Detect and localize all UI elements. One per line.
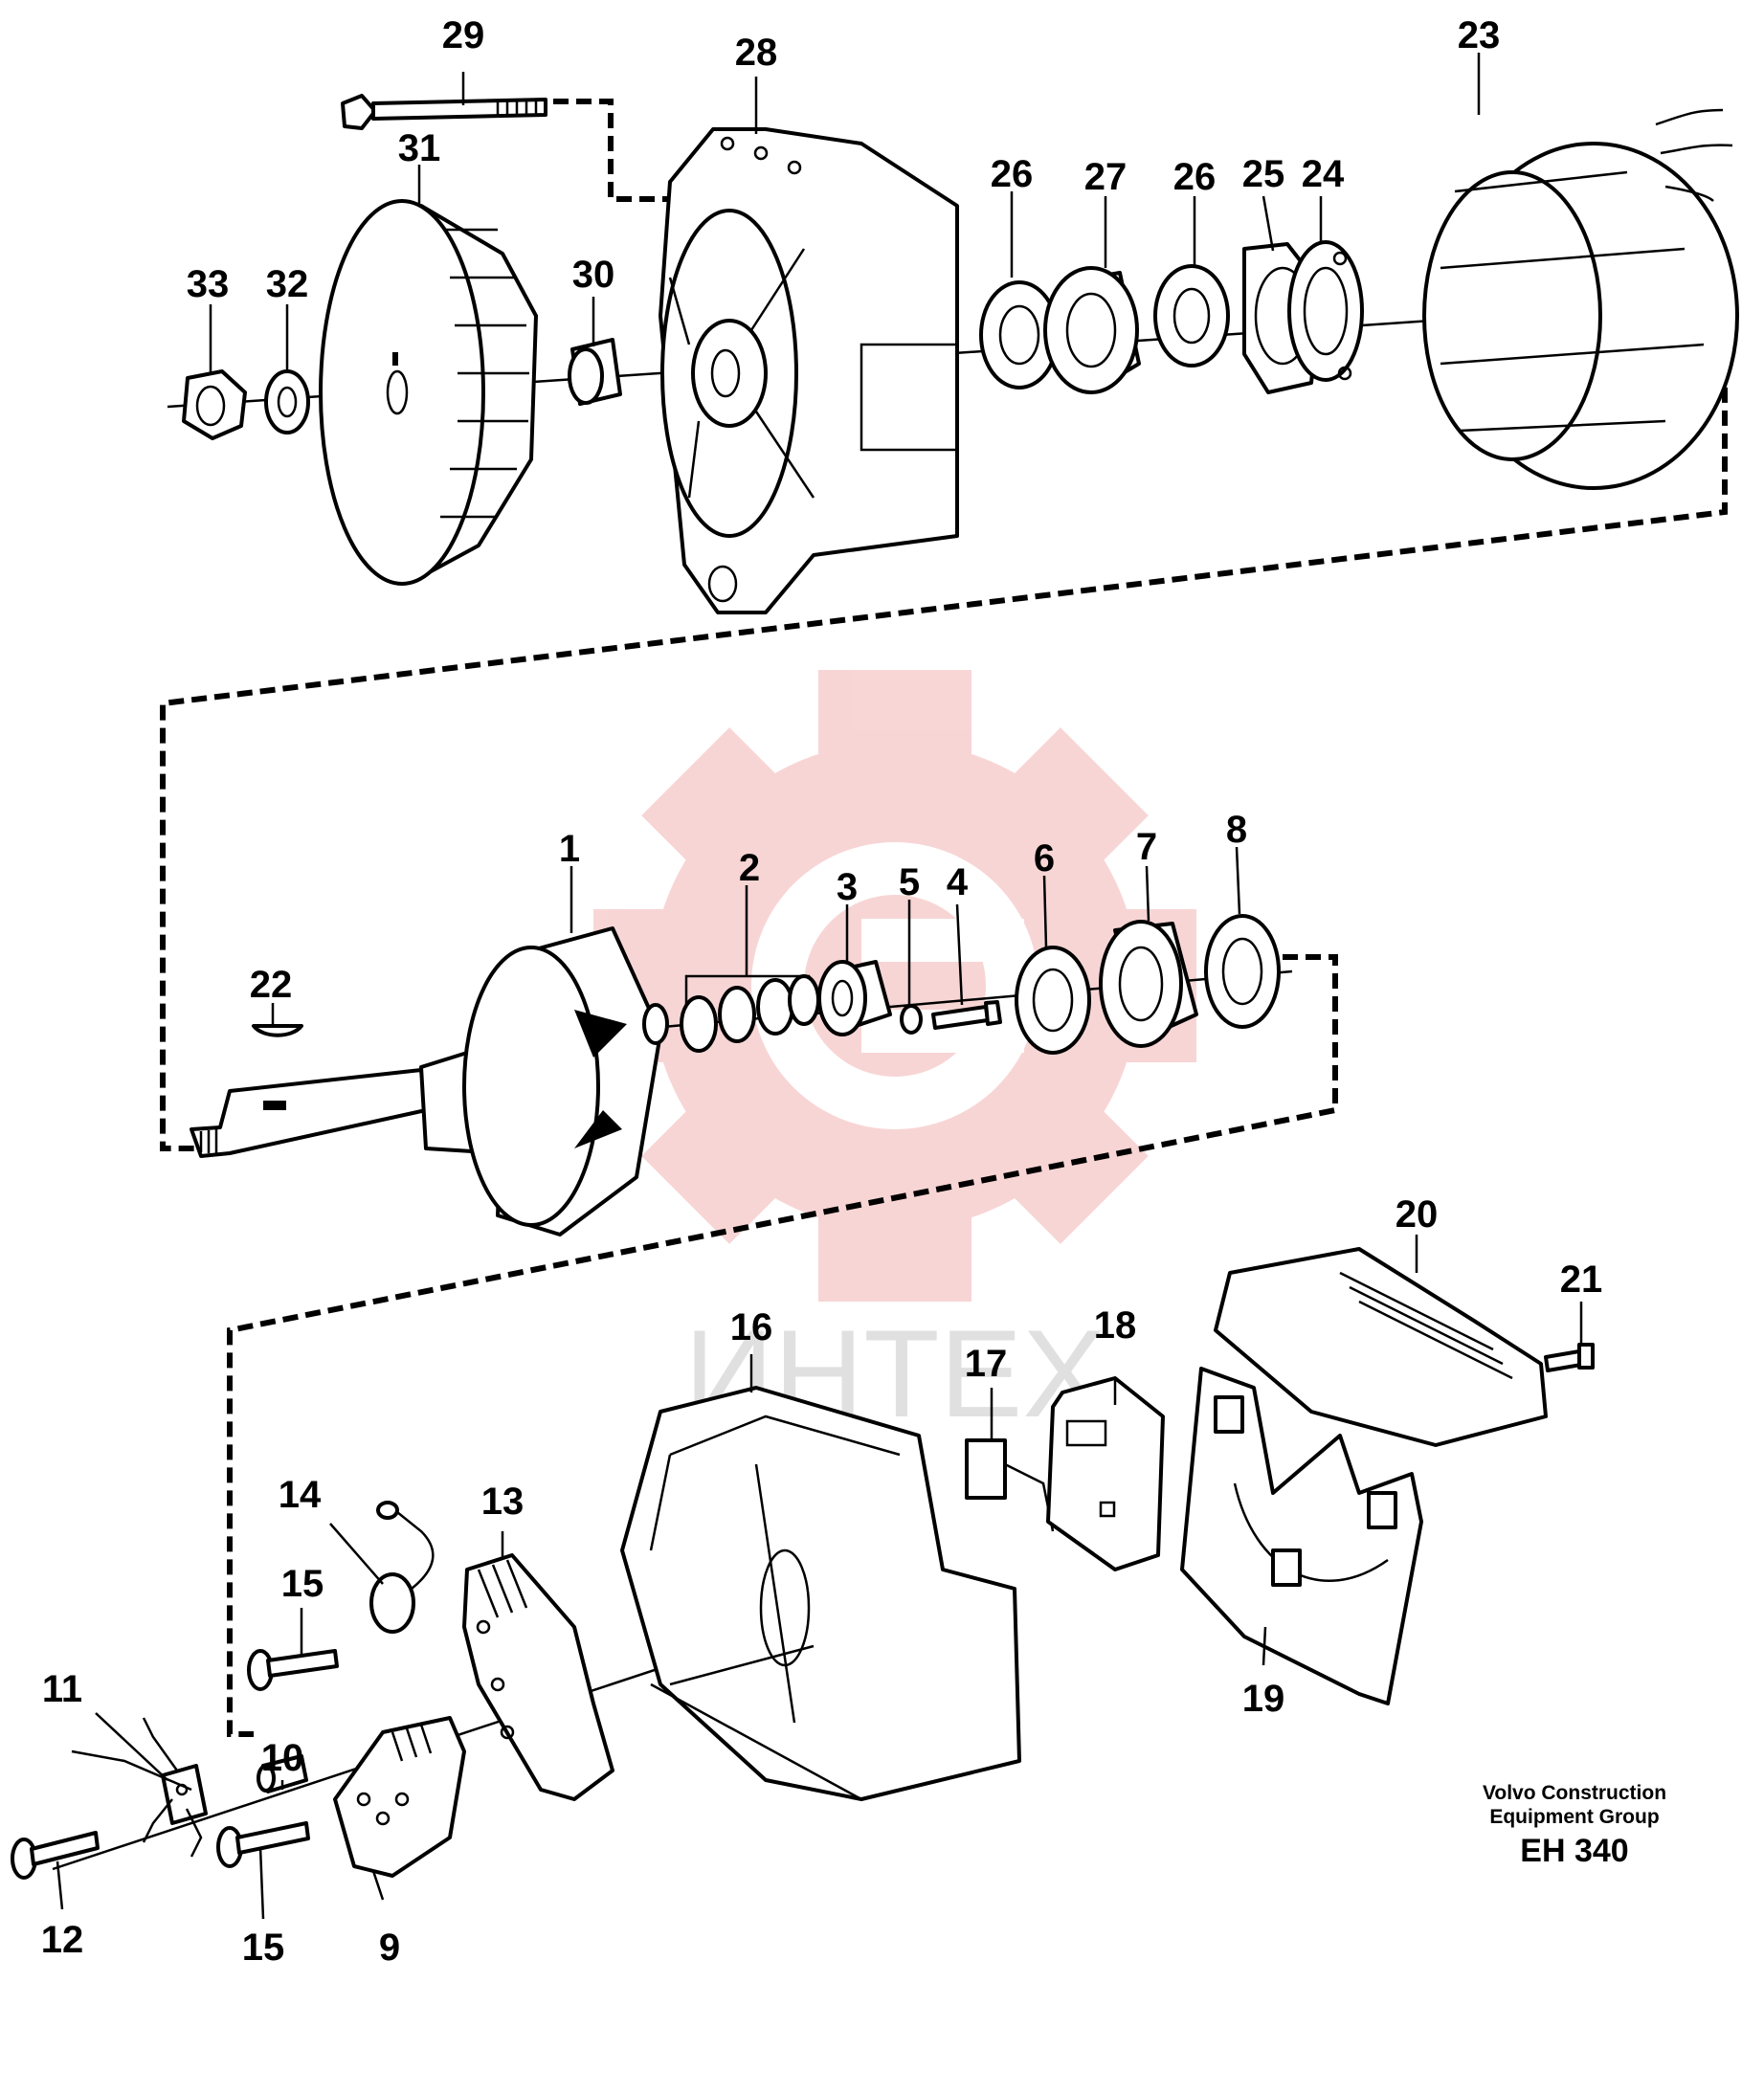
part-3-sleeve — [817, 960, 892, 1036]
callout-22: 22 — [250, 964, 293, 1006]
callout-15-upper: 15 — [281, 1563, 324, 1605]
part-18-regulator — [1046, 1376, 1165, 1571]
part-4-screw — [931, 1000, 1002, 1030]
callout-27: 27 — [1084, 156, 1128, 198]
callout-1: 1 — [559, 828, 580, 870]
part-13-rectifier-half — [462, 1553, 614, 1801]
callout-5: 5 — [899, 861, 920, 903]
callout-labels: 29 28 23 31 26 27 26 25 24 33 32 30 8 1 … — [41, 14, 1603, 1969]
callout-16: 16 — [730, 1306, 773, 1348]
part-5-washer — [900, 1004, 923, 1035]
callout-20: 20 — [1396, 1193, 1439, 1236]
callout-8: 8 — [1226, 809, 1247, 851]
drawing-code: EH 340 — [1520, 1833, 1628, 1869]
callout-10: 10 — [261, 1737, 304, 1779]
callout-3: 3 — [837, 866, 858, 908]
callout-17: 17 — [965, 1343, 1008, 1385]
callout-15-lower: 15 — [242, 1927, 285, 1969]
part-14-capacitor — [369, 1501, 435, 1634]
part-31-fan — [319, 199, 538, 586]
callout-13: 13 — [481, 1481, 525, 1523]
part-26-bearing-right — [1153, 264, 1230, 368]
part-24-cover-plate — [1287, 240, 1364, 382]
callout-32: 32 — [266, 263, 309, 305]
part-8-bearing — [1204, 914, 1281, 1029]
callout-6: 6 — [1034, 837, 1055, 880]
callout-18: 18 — [1094, 1304, 1137, 1347]
callout-29: 29 — [442, 14, 485, 56]
callout-2: 2 — [739, 847, 760, 889]
callout-28: 28 — [735, 32, 778, 74]
part-16-slip-ring-end-housing — [620, 1386, 1021, 1801]
part-32-washer — [264, 369, 310, 434]
part-28-drive-end-housing — [659, 127, 959, 614]
publisher-line-2: Equipment Group — [1489, 1806, 1659, 1828]
callout-leaders — [56, 53, 1583, 1920]
publisher-line-1: Volvo Construction — [1483, 1782, 1666, 1804]
part-7-bearing — [1099, 920, 1198, 1048]
callout-9: 9 — [379, 1927, 400, 1969]
part-11-terminal — [71, 1717, 208, 1858]
callout-21: 21 — [1560, 1259, 1603, 1301]
callout-26-right: 26 — [1173, 156, 1217, 198]
part-10-sleeve — [257, 1754, 308, 1793]
part-23-stator — [1422, 108, 1739, 490]
part-15-screw-upper — [247, 1649, 339, 1691]
callout-12: 12 — [41, 1919, 84, 1961]
publisher-block: Volvo Construction Equipment Group EH 34… — [1483, 1782, 1666, 1869]
part-30-spacer — [568, 338, 622, 406]
callout-31: 31 — [398, 127, 441, 169]
part-21-screw — [1544, 1343, 1595, 1372]
callout-26-left: 26 — [991, 153, 1034, 195]
part-2-slip-rings — [680, 971, 820, 1053]
part-20-cover — [1214, 1247, 1548, 1447]
part-27-bearing — [1043, 266, 1141, 394]
part-12-screw — [11, 1831, 100, 1880]
part-33-nut — [182, 369, 247, 440]
callout-19: 19 — [1242, 1678, 1285, 1720]
callout-24: 24 — [1302, 153, 1345, 195]
part-9-rectifier-half — [333, 1716, 466, 1878]
part-19-brush-holder-plate — [1180, 1367, 1423, 1705]
callout-11: 11 — [42, 1668, 82, 1710]
callout-33: 33 — [187, 263, 230, 305]
callout-4: 4 — [947, 861, 969, 903]
part-15-screw-lower — [216, 1821, 310, 1868]
callout-23: 23 — [1458, 14, 1501, 56]
callout-25: 25 — [1242, 153, 1285, 195]
callout-14: 14 — [279, 1474, 322, 1516]
callout-7: 7 — [1136, 826, 1157, 868]
part-1-rotor — [190, 926, 669, 1236]
callout-30: 30 — [572, 254, 615, 296]
part-6-bearing — [1015, 946, 1091, 1055]
part-22-woodruff-key — [252, 1024, 303, 1037]
part-29-bolt — [341, 94, 547, 130]
part-17-diode — [965, 1438, 1055, 1532]
